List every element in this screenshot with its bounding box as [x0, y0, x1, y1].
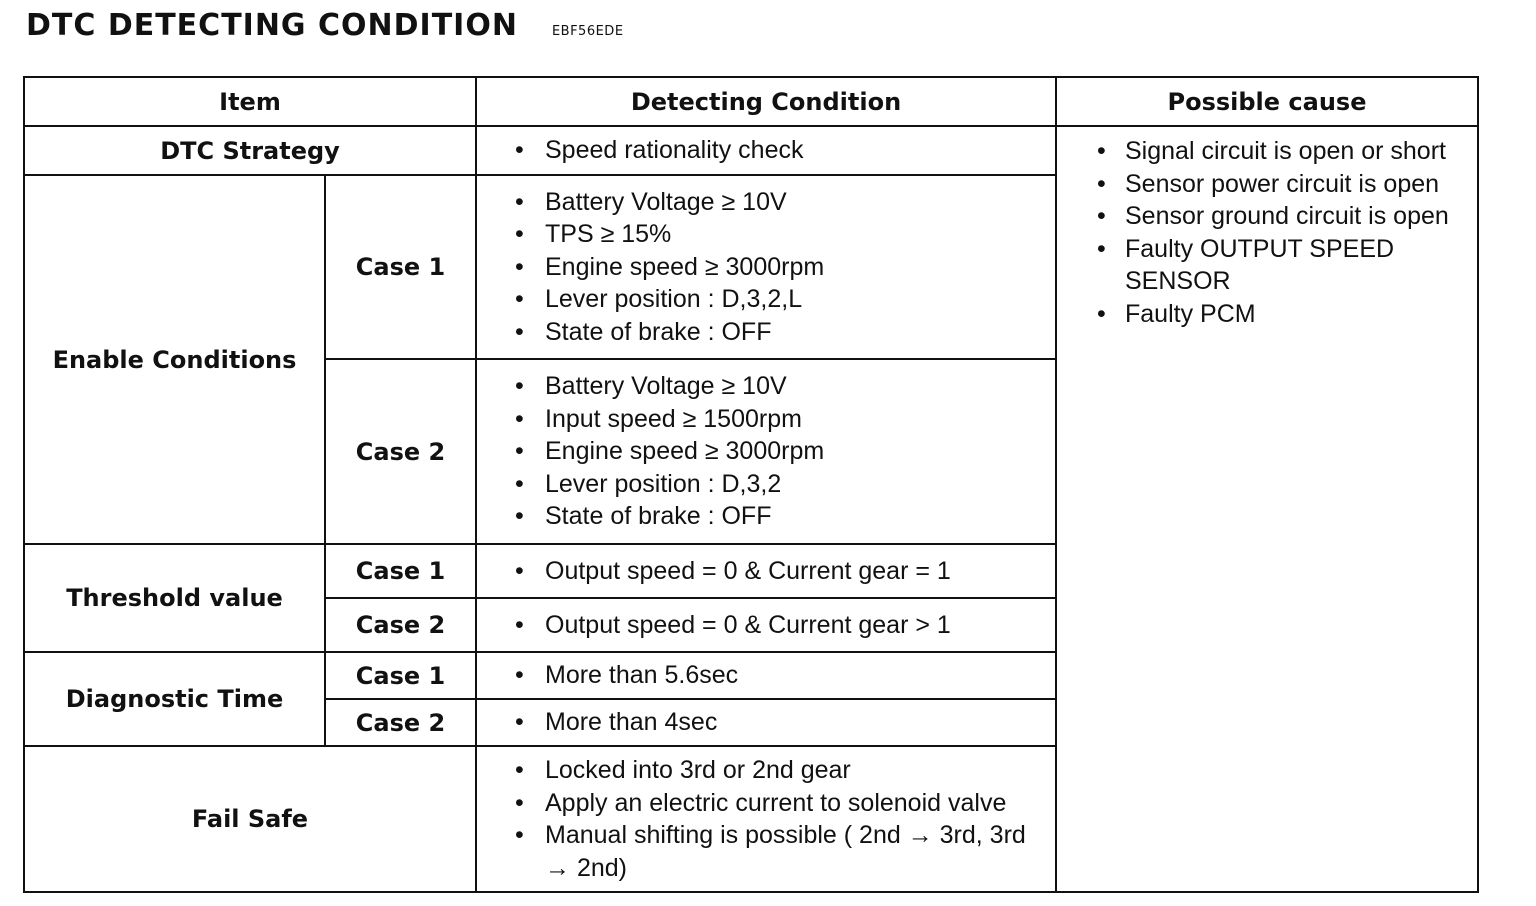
- possible-cause-cell: Signal circuit is open or short Sensor p…: [1055, 125, 1479, 893]
- list-item: State of brake : OFF: [515, 500, 1047, 533]
- fail-safe-label: Fail Safe: [23, 745, 477, 893]
- possible-cause-list: Signal circuit is open or short Sensor p…: [1097, 135, 1471, 330]
- threshold-case1-conditions: Output speed = 0 & Current gear = 1: [475, 543, 1057, 599]
- table-row: Threshold value Case 1 Output speed = 0 …: [23, 543, 1478, 653]
- list-item: Sensor ground circuit is open: [1097, 200, 1471, 233]
- list-item: State of brake : OFF: [515, 316, 1047, 349]
- table-row: DTC Strategy Speed rationality check Sig…: [23, 125, 1479, 893]
- table-row: Fail Safe Locked into 3rd or 2nd gear Ap…: [23, 745, 1478, 893]
- list-item: Output speed = 0 & Current gear = 1: [515, 555, 1047, 588]
- threshold-value-label: Threshold value: [23, 543, 326, 653]
- table-row: Case 2 Battery Voltage ≥ 10V Input speed…: [24, 358, 1478, 545]
- dtc-strategy-label: DTC Strategy: [23, 125, 477, 176]
- column-header-detecting-condition: Detecting Condition: [475, 76, 1057, 127]
- list-item: More than 4sec: [515, 706, 1047, 739]
- list-item: Speed rationality check: [515, 134, 1047, 167]
- diagnostic-case2-conditions: More than 4sec: [475, 698, 1057, 747]
- threshold-case2-conditions: Output speed = 0 & Current gear > 1: [475, 597, 1057, 653]
- list-item: Input speed ≥ 1500rpm: [515, 403, 1047, 436]
- enable-case1-conditions: Battery Voltage ≥ 10V TPS ≥ 15% Engine s…: [475, 174, 1057, 360]
- table-row: Case 2 More than 4sec: [24, 698, 1478, 747]
- list-item: Faulty PCM: [1097, 298, 1471, 331]
- title-row: DTC DETECTING CONDITION EBF56EDE: [26, 8, 624, 48]
- condition-list: More than 5.6sec: [515, 659, 1047, 692]
- list-item: Engine speed ≥ 3000rpm: [515, 435, 1047, 468]
- table-row: Enable Conditions Case 1 Battery Voltage…: [23, 174, 1478, 545]
- list-item: Manual shifting is possible ( 2nd → 3rd,…: [515, 819, 1047, 884]
- condition-list: Output speed = 0 & Current gear > 1: [515, 609, 1047, 642]
- list-item: TPS ≥ 15%: [515, 218, 1047, 251]
- document-code: EBF56EDE: [551, 24, 624, 39]
- condition-list: Locked into 3rd or 2nd gear Apply an ele…: [515, 754, 1047, 884]
- fail-safe-conditions: Locked into 3rd or 2nd gear Apply an ele…: [475, 745, 1057, 893]
- diagnostic-case1-conditions: More than 5.6sec: [475, 651, 1057, 700]
- case-label: Case 1: [324, 543, 477, 599]
- list-item: Locked into 3rd or 2nd gear: [515, 754, 1047, 787]
- list-item: Lever position : D,3,2: [515, 468, 1047, 501]
- case-label: Case 2: [324, 358, 477, 545]
- column-header-item: Item: [23, 76, 477, 127]
- dtc-condition-table: Item Detecting Condition Possible cause …: [23, 76, 1479, 893]
- condition-list: Battery Voltage ≥ 10V TPS ≥ 15% Engine s…: [515, 186, 1047, 349]
- list-item: Engine speed ≥ 3000rpm: [515, 251, 1047, 284]
- dtc-strategy-conditions: Speed rationality check: [475, 125, 1057, 176]
- column-header-possible-cause: Possible cause: [1055, 76, 1479, 127]
- list-item: Lever position : D,3,2,L: [515, 283, 1047, 316]
- list-item: Faulty OUTPUT SPEED SENSOR: [1097, 233, 1471, 298]
- condition-list: Output speed = 0 & Current gear = 1: [515, 555, 1047, 588]
- enable-case2-conditions: Battery Voltage ≥ 10V Input speed ≥ 1500…: [475, 358, 1057, 545]
- condition-list: More than 4sec: [515, 706, 1047, 739]
- list-item: Signal circuit is open or short: [1097, 135, 1471, 168]
- case-label: Case 1: [324, 174, 477, 360]
- list-item: Apply an electric current to solenoid va…: [515, 787, 1047, 820]
- table-row: Case 2 Output speed = 0 & Current gear >…: [24, 597, 1478, 653]
- condition-list: Battery Voltage ≥ 10V Input speed ≥ 1500…: [515, 370, 1047, 533]
- list-item: More than 5.6sec: [515, 659, 1047, 692]
- list-item: Output speed = 0 & Current gear > 1: [515, 609, 1047, 642]
- table-row: Diagnostic Time Case 1 More than 5.6sec: [23, 651, 1478, 747]
- diagnostic-time-label: Diagnostic Time: [23, 651, 326, 747]
- case-label: Case 2: [324, 698, 477, 747]
- page-title: DTC DETECTING CONDITION: [26, 8, 518, 43]
- list-item: Battery Voltage ≥ 10V: [515, 186, 1047, 219]
- enable-conditions-label: Enable Conditions: [23, 174, 326, 545]
- condition-list: Speed rationality check: [515, 134, 1047, 167]
- case-label: Case 2: [324, 597, 477, 653]
- case-label: Case 1: [324, 651, 477, 700]
- list-item: Battery Voltage ≥ 10V: [515, 370, 1047, 403]
- list-item: Sensor power circuit is open: [1097, 168, 1471, 201]
- header-row: Item Detecting Condition Possible cause: [23, 76, 1479, 127]
